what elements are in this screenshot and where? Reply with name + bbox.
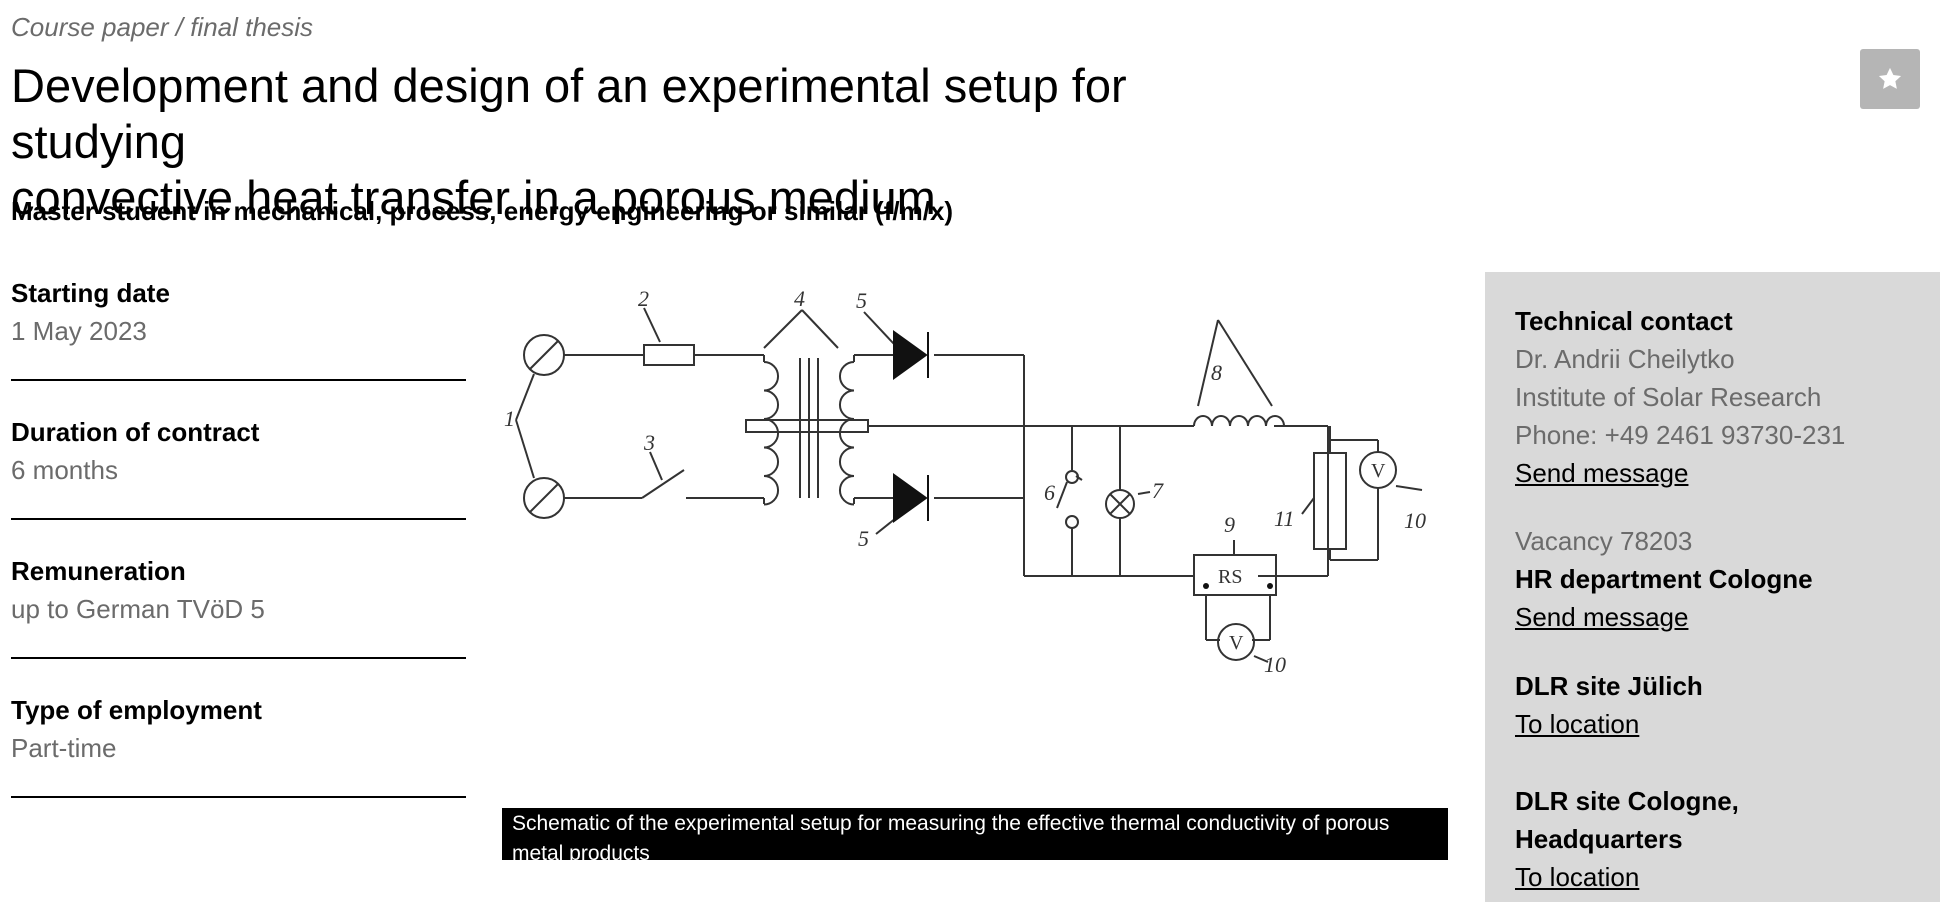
schematic-figure: 1 2 3 4 5 5 6 7 8 9 11 10 10 RS V V Sche… (502, 270, 1448, 870)
label-1: 1 (504, 406, 515, 431)
divider (11, 379, 466, 381)
label-4: 4 (794, 286, 805, 311)
label-5-top: 5 (856, 288, 867, 313)
page-title-line-2: convective heat transfer in a porous med… (11, 171, 936, 224)
divider (11, 796, 466, 798)
label-6: 6 (1044, 480, 1055, 505)
label-7: 7 (1152, 478, 1164, 503)
label-voltmeter-bottom: V (1229, 632, 1244, 654)
send-message-link-hr[interactable]: Send message (1515, 602, 1689, 632)
fact-label: Duration of contract (11, 417, 260, 447)
job-facts: Starting date 1 May 2023 Duration of con… (11, 270, 466, 826)
label-9: 9 (1224, 512, 1235, 537)
site-julich-heading: DLR site Jülich (1515, 671, 1703, 701)
label-voltmeter-right: V (1371, 460, 1386, 482)
bookmark-button[interactable] (1860, 49, 1920, 109)
page-subtitle: Master student in mechanical, process, e… (11, 196, 954, 226)
figure-caption: Schematic of the experimental setup for … (502, 808, 1448, 865)
site-julich-block: DLR site Jülich To location (1515, 667, 1703, 743)
fact-value: up to German TVöD 5 (11, 594, 265, 624)
technical-contact-heading: Technical contact (1515, 306, 1733, 336)
label-rs: RS (1218, 566, 1242, 588)
fact-value: 6 months (11, 455, 118, 485)
circuit-schematic: 1 2 3 4 5 5 6 7 8 9 11 10 10 RS V V (504, 286, 1426, 677)
technical-contact-block: Technical contact Dr. Andrii Cheilytko I… (1515, 302, 1845, 492)
label-10-right: 10 (1404, 508, 1426, 533)
label-10-bottom: 10 (1264, 652, 1286, 677)
site-cologne-heading-line-1: DLR site Cologne, (1515, 786, 1739, 816)
site-julich-location-link[interactable]: To location (1515, 709, 1640, 739)
vacancy-number: Vacancy 78203 (1515, 526, 1693, 556)
contact-institute: Institute of Solar Research (1515, 382, 1822, 412)
send-message-link-technical[interactable]: Send message (1515, 458, 1689, 488)
site-cologne-block: DLR site Cologne, Headquarters To locati… (1515, 782, 1739, 896)
label-3: 3 (643, 430, 655, 455)
label-11: 11 (1274, 506, 1294, 531)
fact-label: Starting date (11, 278, 170, 308)
label-8: 8 (1211, 360, 1222, 385)
label-2: 2 (638, 286, 649, 311)
fact-remuneration: Remuneration up to German TVöD 5 (11, 548, 466, 687)
page-title: Development and design of an experimenta… (11, 58, 1311, 226)
fact-label: Type of employment (11, 695, 262, 725)
contact-phone: Phone: +49 2461 93730-231 (1515, 420, 1846, 450)
fact-starting-date: Starting date 1 May 2023 (11, 270, 466, 409)
hr-department-heading: HR department Cologne (1515, 564, 1813, 594)
breadcrumb-category: Course paper / final thesis (11, 12, 314, 42)
site-cologne-location-link[interactable]: To location (1515, 862, 1640, 892)
fact-duration: Duration of contract 6 months (11, 409, 466, 548)
fact-employment-type: Type of employment Part-time (11, 687, 466, 826)
fact-value: Part-time (11, 733, 117, 763)
divider (11, 657, 466, 659)
divider (11, 518, 466, 520)
hr-contact-block: Vacancy 78203 HR department Cologne Send… (1515, 522, 1813, 636)
star-icon (1878, 67, 1902, 89)
site-cologne-heading-line-2: Headquarters (1515, 824, 1683, 854)
fact-value: 1 May 2023 (11, 316, 147, 346)
fact-label: Remuneration (11, 556, 186, 586)
contact-name: Dr. Andrii Cheilytko (1515, 344, 1735, 374)
contact-sidebar: Technical contact Dr. Andrii Cheilytko I… (1485, 272, 1940, 902)
page-title-line-1: Development and design of an experimenta… (11, 59, 1127, 168)
label-5-bottom: 5 (858, 526, 869, 551)
